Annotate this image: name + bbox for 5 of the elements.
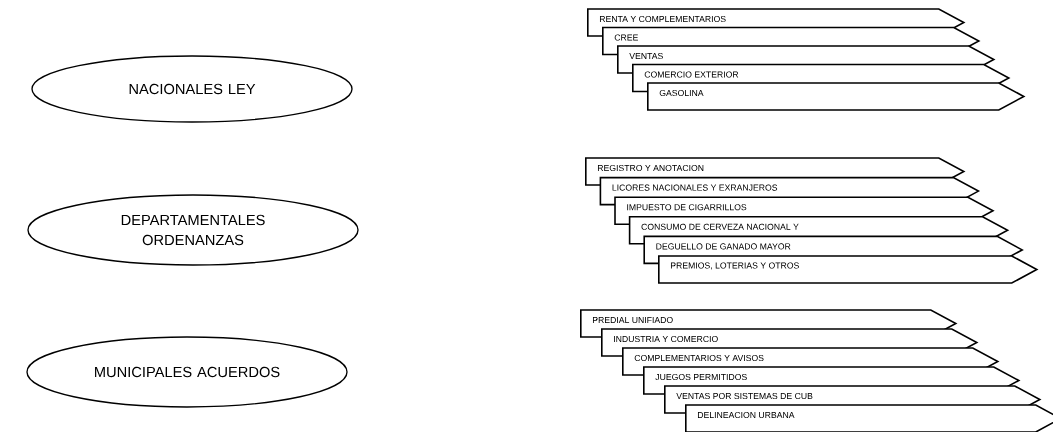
pointed-tab-box: GASOLINA bbox=[647, 82, 1026, 111]
pointed-tab-box: PREMIOS, LOTERIAS Y OTROS bbox=[658, 255, 1039, 284]
node-label: PREMIOS, LOTERIAS Y OTROS bbox=[670, 262, 799, 270]
node-label: VENTAS POR SISTEMAS DE CUB bbox=[676, 392, 813, 400]
pointed-tab-box: DELINEACION URBANA bbox=[685, 404, 1053, 432]
